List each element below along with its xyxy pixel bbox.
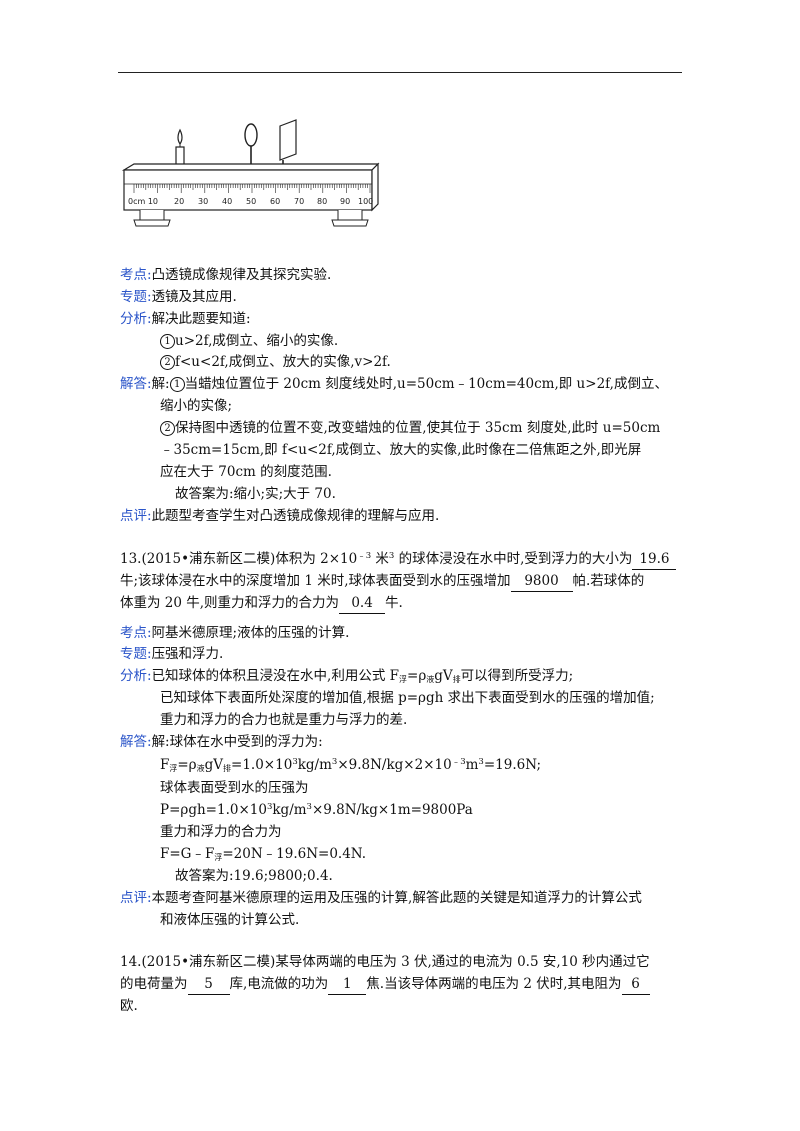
optical-bench: 0cm 10 20 30 40 50 60 70 80 90 100 <box>121 162 380 227</box>
svg-text:30: 30 <box>198 197 208 206</box>
circled-2-icon: 2 <box>160 421 175 436</box>
scale-tick-labels: 20 30 40 50 60 70 80 90 100 <box>174 197 373 206</box>
q12-zhuanti: 专题:透镜及其应用. <box>120 289 237 305</box>
q13-jieda-1: 解答:解:球体在水中受到的浮力为: <box>120 734 323 750</box>
q12-jieda-2b: ﹣35cm=15cm,即 f<u<2f,成倒立、放大的实像,此时像在二倍焦距之外… <box>160 442 642 458</box>
circled-1-icon: 1 <box>160 334 175 349</box>
svg-text:70: 70 <box>294 197 304 206</box>
svg-text:40: 40 <box>222 197 232 206</box>
q12-dianping: 点评:此题型考查学生对凸透镜成像规律的理解与应用. <box>120 508 440 524</box>
q13-jieda-2: 球体表面受到水的压强为 <box>160 780 309 796</box>
header-rule <box>118 72 682 73</box>
svg-text:90: 90 <box>340 197 350 206</box>
svg-text:20: 20 <box>174 197 184 206</box>
svg-text:60: 60 <box>270 197 280 206</box>
q13-jieda-3: 重力和浮力的合力为 <box>160 824 282 840</box>
q14-blank-1: 5 <box>187 974 230 995</box>
q13-dianping-1: 点评:本题考查阿基米德原理的运用及压强的计算,解答此题的关键是知道浮力的计算公式 <box>120 890 642 906</box>
q12-fenxi: 分析:解决此题要知道: <box>120 311 251 327</box>
svg-text:50: 50 <box>246 197 256 206</box>
q12-jieda-1c: 缩小的实像; <box>160 398 233 414</box>
q12-jieda-2c: 应在大于 70cm 的刻度范围. <box>160 464 332 480</box>
q13-fenxi-2: 已知球体下表面所处深度的增加值,根据 p=ρgh 求出下表面受到水的压强的增加值… <box>160 690 655 706</box>
q12-answer: 故答案为:缩小;实;大于 70. <box>175 486 336 502</box>
svg-text:100: 100 <box>358 197 373 206</box>
q13-answer: 故答案为:19.6;9800;0.4. <box>175 868 333 884</box>
circled-1-icon: 1 <box>169 377 185 392</box>
scale-ticks <box>133 184 371 193</box>
q13-blank-1: 19.6 <box>632 549 677 570</box>
circled-2-icon: 2 <box>160 355 175 370</box>
q13-fenxi-1: 分析:已知球体的体积且浸没在水中,利用公式 F浮=ρ液gV排可以得到所受浮力; <box>120 668 574 684</box>
q13-kaodian: 考点:阿基米德原理;液体的压强的计算. <box>120 625 350 641</box>
svg-text:0cm 10: 0cm 10 <box>128 197 158 206</box>
q14-blank-2: 1 <box>328 974 367 995</box>
q13-calc-2: P=ρgh=1.0×103kg/m3×9.8N/kg×1m=9800Pa <box>160 802 473 818</box>
optical-bench-figure: 0cm 10 20 30 40 50 60 70 80 90 100 <box>121 119 380 227</box>
q13-dianping-2: 和液体压强的计算公式. <box>160 912 300 928</box>
svg-text:80: 80 <box>317 197 327 206</box>
q14-stem-line3: 欧. <box>120 998 138 1014</box>
q14-blank-3: 6 <box>621 974 650 995</box>
q12-kaodian: 考点:凸透镜成像规律及其探究实验. <box>120 267 332 283</box>
q13-calc-1: F浮=ρ液gV排=1.0×103kg/m3×9.8N/kg×2×10﹣3m3=1… <box>160 757 542 773</box>
q13-calc-3: F=G﹣F浮=20N﹣19.6N=0.4N. <box>160 846 367 862</box>
q14-stem-line1: 14.(2015•浦东新区二模)某导体两端的电压为 3 伏,通过的电流为 0.5… <box>120 954 650 970</box>
q13-fenxi-3: 重力和浮力的合力也就是重力与浮力的差. <box>160 712 408 728</box>
q13-stem-line1: 13.(2015•浦东新区二模)体积为 2×10﹣3 米3 的球体浸没在水中时,… <box>120 549 677 570</box>
q13-blank-3: 0.4 <box>339 593 386 614</box>
q13-blank-2: 9800 <box>510 571 573 592</box>
q13-zhuanti: 专题:压强和浮力. <box>120 646 224 662</box>
